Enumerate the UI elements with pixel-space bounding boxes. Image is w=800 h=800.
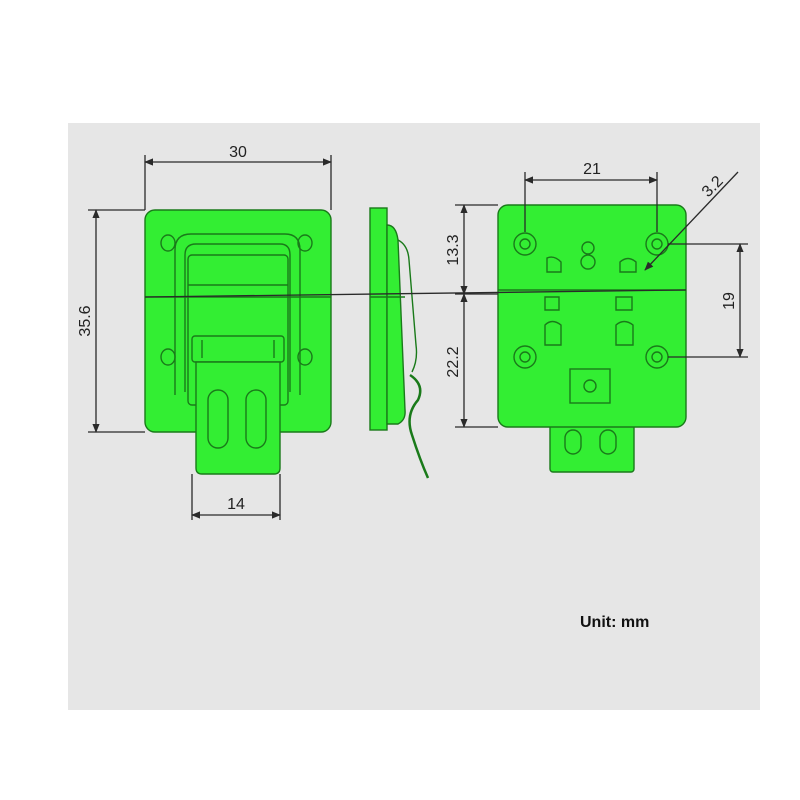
dim-vertical-hole-spacing: 19 [721,292,738,310]
front-hole-bottom-left [160,348,176,366]
dim-hole-spacing: 21 [583,161,601,178]
section-reference-line [144,289,687,298]
unit-label: Unit: mm [580,614,649,631]
dim-lower-height: 22.2 [445,346,462,377]
dim-overall-width: 30 [229,144,247,161]
dim-overall-height: 35.6 [77,305,94,336]
back-view [497,204,687,473]
front-hole-top-right [297,234,313,252]
front-wire-loop [174,233,301,395]
front-slot-right [245,389,267,449]
front-hole-top-left [160,234,176,252]
side-wire [408,373,430,479]
side-view [369,207,430,479]
side-lever-profile [386,224,406,425]
back-base-plate [497,204,687,428]
dim-upper-height: 13.3 [445,234,462,265]
side-plate [369,207,388,431]
dim-latch-width: 14 [227,496,245,513]
front-hinge [191,335,285,363]
front-dimensions: 30 35.6 14 [77,144,332,520]
front-slot-left [207,389,229,449]
front-view [144,209,332,475]
front-hole-bottom-right [297,348,313,366]
